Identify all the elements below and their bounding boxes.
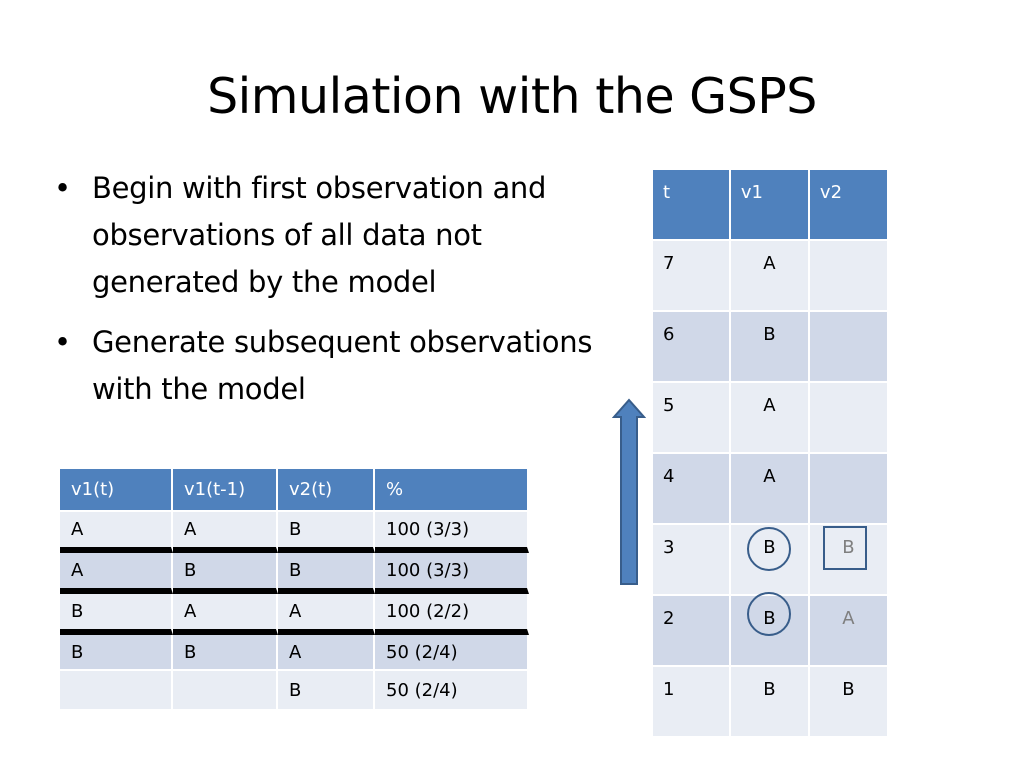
bullet-list: • Begin with first observation and observ… [50, 165, 610, 426]
column-header: % [375, 469, 529, 512]
table-cell: A [278, 635, 375, 671]
table-cell: 6 [653, 312, 731, 383]
column-header: v1(t-1) [173, 469, 278, 512]
table-cell: A [730, 383, 810, 454]
table-row: B B A 50 (2/4) [60, 635, 529, 671]
table-row: 5 A [653, 383, 889, 454]
timeline-table: t v1 v2 7 A 6 B 5 A 4 A 3 B B 2 B A 1 B … [653, 170, 889, 738]
column-header: v1(t) [60, 469, 173, 512]
column-header: t [653, 170, 731, 241]
table-cell: B [60, 635, 173, 671]
highlight-square [823, 526, 867, 570]
page-title: Simulation with the GSPS [207, 68, 817, 125]
table-cell: B [730, 312, 810, 383]
bullet-item: • Begin with first observation and observ… [50, 165, 610, 306]
table-row: 1 B B [653, 667, 889, 738]
table-cell: 100 (3/3) [375, 512, 529, 553]
table-cell: 1 [653, 667, 731, 738]
table-cell: B [278, 671, 375, 711]
bullet-text: Generate subsequent observations with th… [92, 325, 593, 406]
table-cell: B [730, 667, 810, 738]
table-cell: A [809, 596, 889, 667]
table-cell [173, 671, 278, 711]
table-cell: 4 [653, 454, 731, 525]
table-row: A A B 100 (3/3) [60, 512, 529, 553]
table-cell: A [730, 241, 810, 312]
table-cell [60, 671, 173, 711]
table-cell: A [730, 454, 810, 525]
table-row: A B B 100 (3/3) [60, 553, 529, 594]
table-cell: A [173, 512, 278, 553]
table-header-row: t v1 v2 [653, 170, 889, 241]
table-row: 6 B [653, 312, 889, 383]
rules-table: v1(t) v1(t-1) v2(t) % A A B 100 (3/3) A … [60, 469, 529, 711]
table-cell: A [60, 553, 173, 594]
table-cell [809, 454, 889, 525]
bullet-item: • Generate subsequent observations with t… [50, 319, 610, 413]
table-cell: B [278, 553, 375, 594]
up-arrow-icon [612, 398, 646, 585]
column-header: v1 [730, 170, 810, 241]
table-cell: 100 (3/3) [375, 553, 529, 594]
table-cell: B [60, 594, 173, 635]
table-cell: 50 (2/4) [375, 671, 529, 711]
column-header: v2(t) [278, 469, 375, 512]
table-cell: B [278, 512, 375, 553]
table-cell: 3 [653, 525, 731, 596]
bullet-icon: • [54, 171, 71, 205]
column-header: v2 [809, 170, 889, 241]
table-cell: A [60, 512, 173, 553]
table-row: B A A 100 (2/2) [60, 594, 529, 635]
table-row: 7 A [653, 241, 889, 312]
table-header-row: v1(t) v1(t-1) v2(t) % [60, 469, 529, 512]
table-cell: B [809, 667, 889, 738]
bullet-icon: • [54, 325, 71, 359]
table-cell: 2 [653, 596, 731, 667]
table-cell: 5 [653, 383, 731, 454]
table-cell: 7 [653, 241, 731, 312]
table-cell: A [278, 594, 375, 635]
bullet-text: Begin with first observation and observa… [92, 171, 547, 299]
table-cell: A [173, 594, 278, 635]
table-cell [809, 312, 889, 383]
highlight-circle [747, 527, 791, 571]
table-cell [809, 383, 889, 454]
highlight-circle [747, 592, 791, 636]
table-cell [809, 241, 889, 312]
table-cell: 50 (2/4) [375, 635, 529, 671]
table-cell: B [173, 635, 278, 671]
table-row: 4 A [653, 454, 889, 525]
table-cell: B [173, 553, 278, 594]
table-row: B 50 (2/4) [60, 671, 529, 711]
table-cell: 100 (2/2) [375, 594, 529, 635]
